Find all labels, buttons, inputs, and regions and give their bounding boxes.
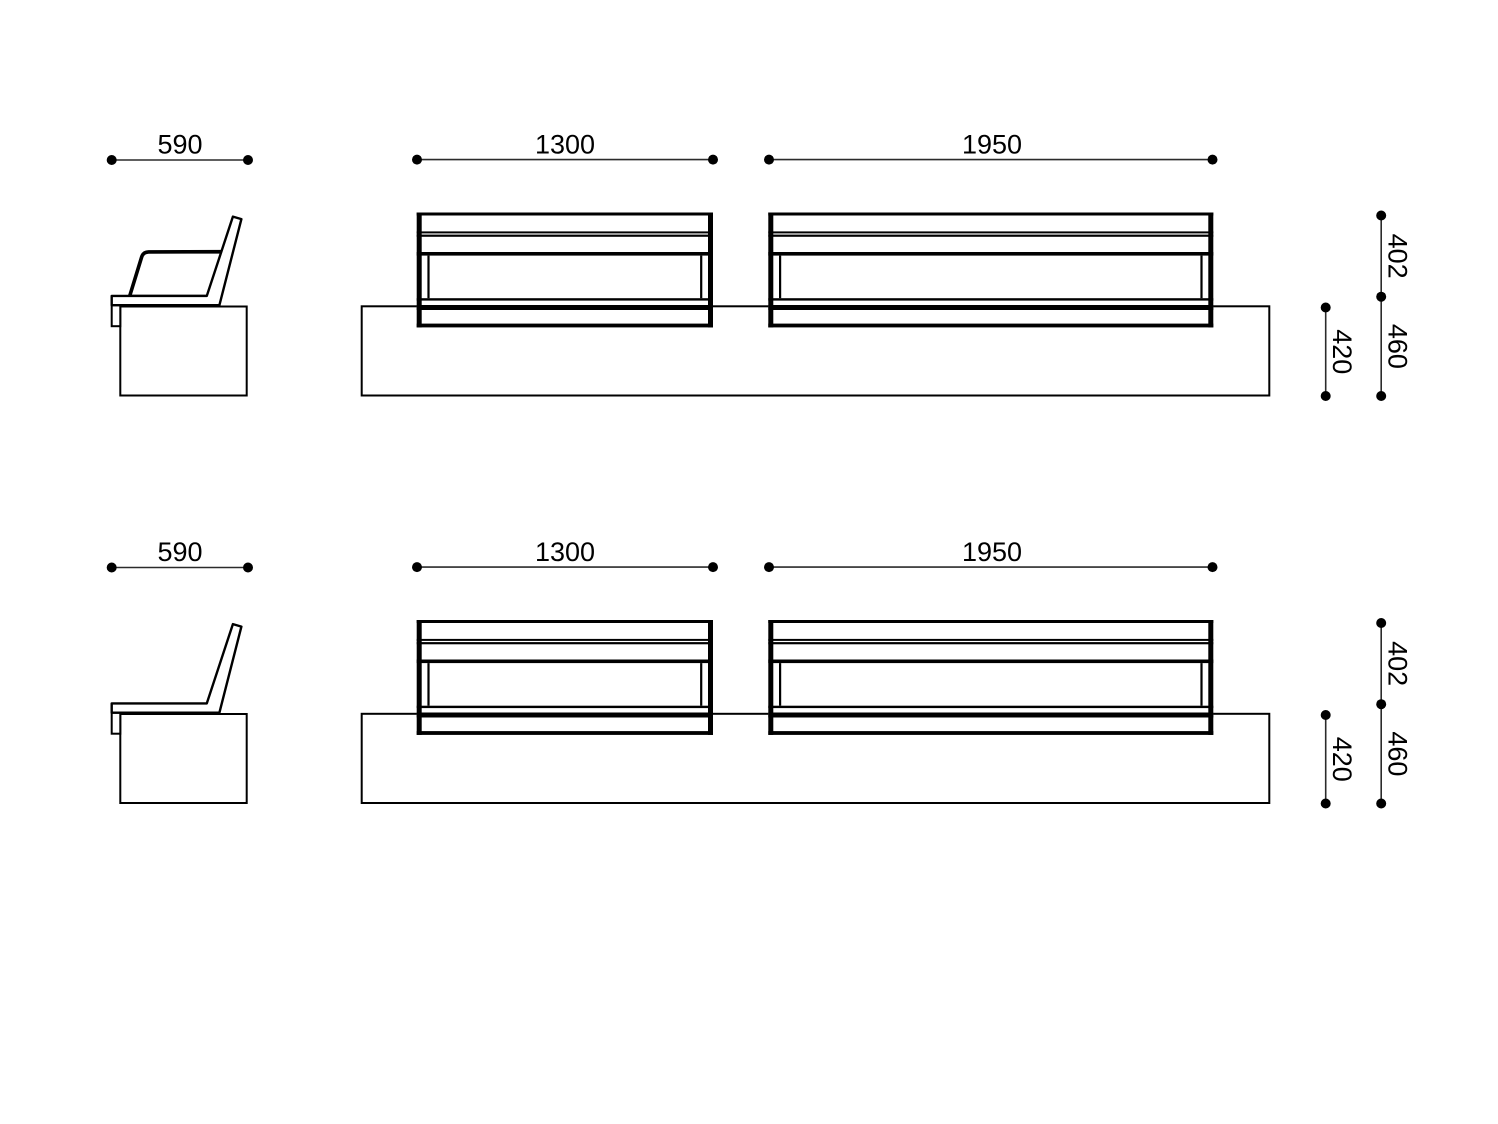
row-benches-without-cushion: 590 1300 1950 402 460 420 <box>105 537 1412 810</box>
side-view-plank-row2 <box>110 622 243 714</box>
dim-label-depth: 590 <box>157 130 202 160</box>
dim-label-length-short: 1300 <box>535 130 595 160</box>
dim-label-length-long: 1950 <box>962 130 1022 160</box>
side-view-seat-cushion <box>127 249 227 299</box>
bench-front-1950-row1 <box>768 212 1214 328</box>
dim-label-platform-height: 420 <box>1327 329 1357 374</box>
dim-label-depth: 590 <box>157 537 202 567</box>
dim-label-backrest-height: 402 <box>1382 234 1412 279</box>
dim-label-platform-height: 420 <box>1327 737 1357 782</box>
dim-label-seat-height: 460 <box>1382 324 1412 369</box>
dim-label-length-long: 1950 <box>962 537 1022 567</box>
dim-label-seat-height: 460 <box>1382 731 1412 776</box>
bench-front-1300-row2 <box>416 620 713 735</box>
bench-front-1950-row2 <box>768 620 1214 735</box>
side-view-under-row1 <box>110 304 248 397</box>
bench-front-1300-row1 <box>416 212 713 328</box>
dim-label-length-short: 1300 <box>535 537 595 567</box>
side-view-under-row2 <box>110 711 248 804</box>
dim-label-backrest-height: 402 <box>1382 641 1412 686</box>
row-benches-with-cushion: 590 1300 1950 402 460 420 <box>105 130 1412 402</box>
